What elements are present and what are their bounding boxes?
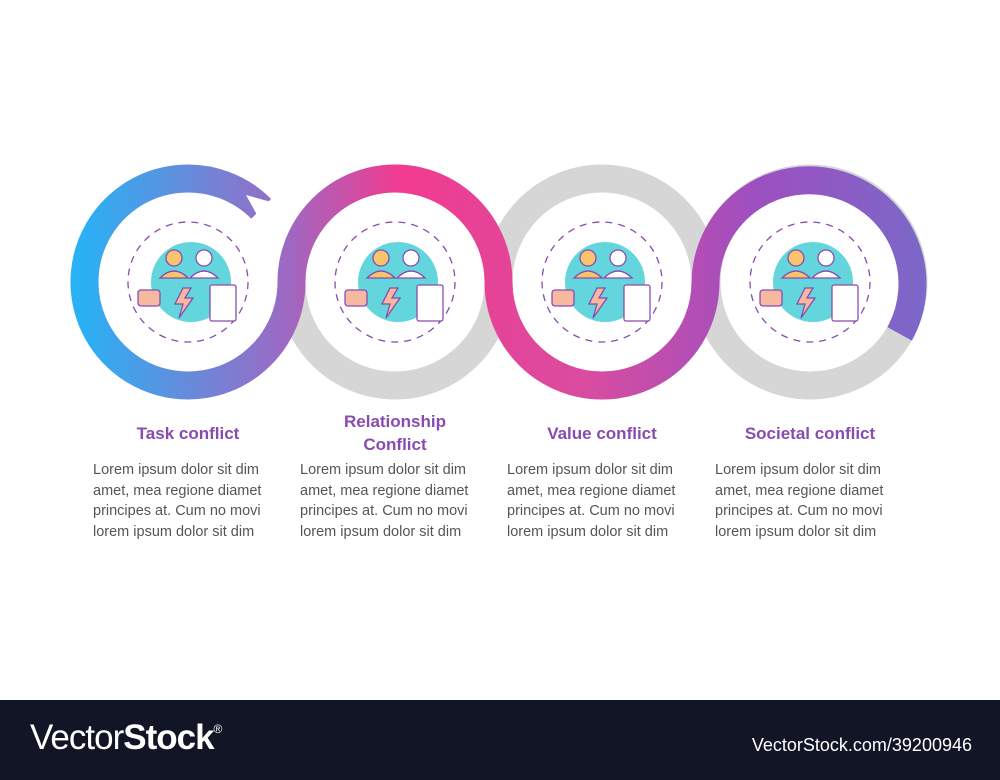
teamwork-puzzle-icon bbox=[127, 221, 249, 343]
vectorstock-logo: VectorStock® bbox=[30, 718, 222, 757]
text-line: lorem ipsum dolor sit dim bbox=[93, 524, 255, 541]
text-line: Lorem ipsum dolor sit dim bbox=[93, 462, 259, 478]
step-societal: Societal conflict Lorem ipsum dolor sit … bbox=[715, 408, 905, 543]
ribbon-notch bbox=[246, 195, 282, 224]
step-title: Value conflict bbox=[547, 423, 657, 443]
title-line: Conflict bbox=[363, 435, 427, 454]
text-line: principes at. Cum no movi bbox=[715, 503, 883, 520]
text-line: lorem ipsum dolor sit dim bbox=[507, 524, 669, 541]
text-line: amet, mea regione diamet bbox=[300, 482, 469, 499]
step-title: Societal conflict bbox=[744, 423, 876, 443]
text-line: principes at. Cum no movi bbox=[507, 503, 675, 520]
text-line: amet, mea regione diamet bbox=[715, 482, 884, 499]
relationship-conflict-icon bbox=[334, 221, 456, 343]
step-title: Task conflict bbox=[136, 423, 240, 443]
text-line: Lorem ipsum dolor sit dim bbox=[300, 462, 466, 478]
text-line: amet, mea regione diamet bbox=[507, 482, 676, 499]
step-task: Task conflict Lorem ipsum dolor sit dim … bbox=[93, 408, 283, 543]
ribbon-diagram bbox=[70, 164, 928, 400]
step-value: Value conflict Lorem ipsum dolor sit dim… bbox=[507, 408, 697, 543]
text-line: principes at. Cum no movi bbox=[300, 503, 468, 520]
step-description: Lorem ipsum dolor sit dim amet, mea regi… bbox=[300, 460, 490, 543]
text-line: Lorem ipsum dolor sit dim bbox=[507, 462, 673, 478]
text-line: lorem ipsum dolor sit dim bbox=[715, 524, 877, 541]
step-title: Relationship Conflict bbox=[300, 408, 490, 458]
step-relationship: Relationship Conflict Lorem ipsum dolor … bbox=[300, 408, 490, 543]
step-description: Lorem ipsum dolor sit dim amet, mea regi… bbox=[93, 460, 283, 543]
religion-symbols-icon bbox=[541, 221, 663, 343]
text-line: lorem ipsum dolor sit dim bbox=[300, 524, 462, 541]
footer-bar: VectorStock® VectorStock.com/39200946 bbox=[0, 700, 1000, 780]
text-line: amet, mea regione diamet bbox=[93, 482, 262, 499]
title-line: Relationship bbox=[343, 412, 446, 431]
societal-conflict-icon bbox=[749, 221, 871, 343]
gradient-ribbon bbox=[70, 164, 927, 400]
step-description: Lorem ipsum dolor sit dim amet, mea regi… bbox=[507, 460, 697, 543]
text-line: principes at. Cum no movi bbox=[93, 503, 261, 520]
image-url: VectorStock.com/39200946 bbox=[751, 735, 972, 755]
step-description: Lorem ipsum dolor sit dim amet, mea regi… bbox=[715, 460, 905, 543]
text-line: Lorem ipsum dolor sit dim bbox=[715, 462, 881, 478]
